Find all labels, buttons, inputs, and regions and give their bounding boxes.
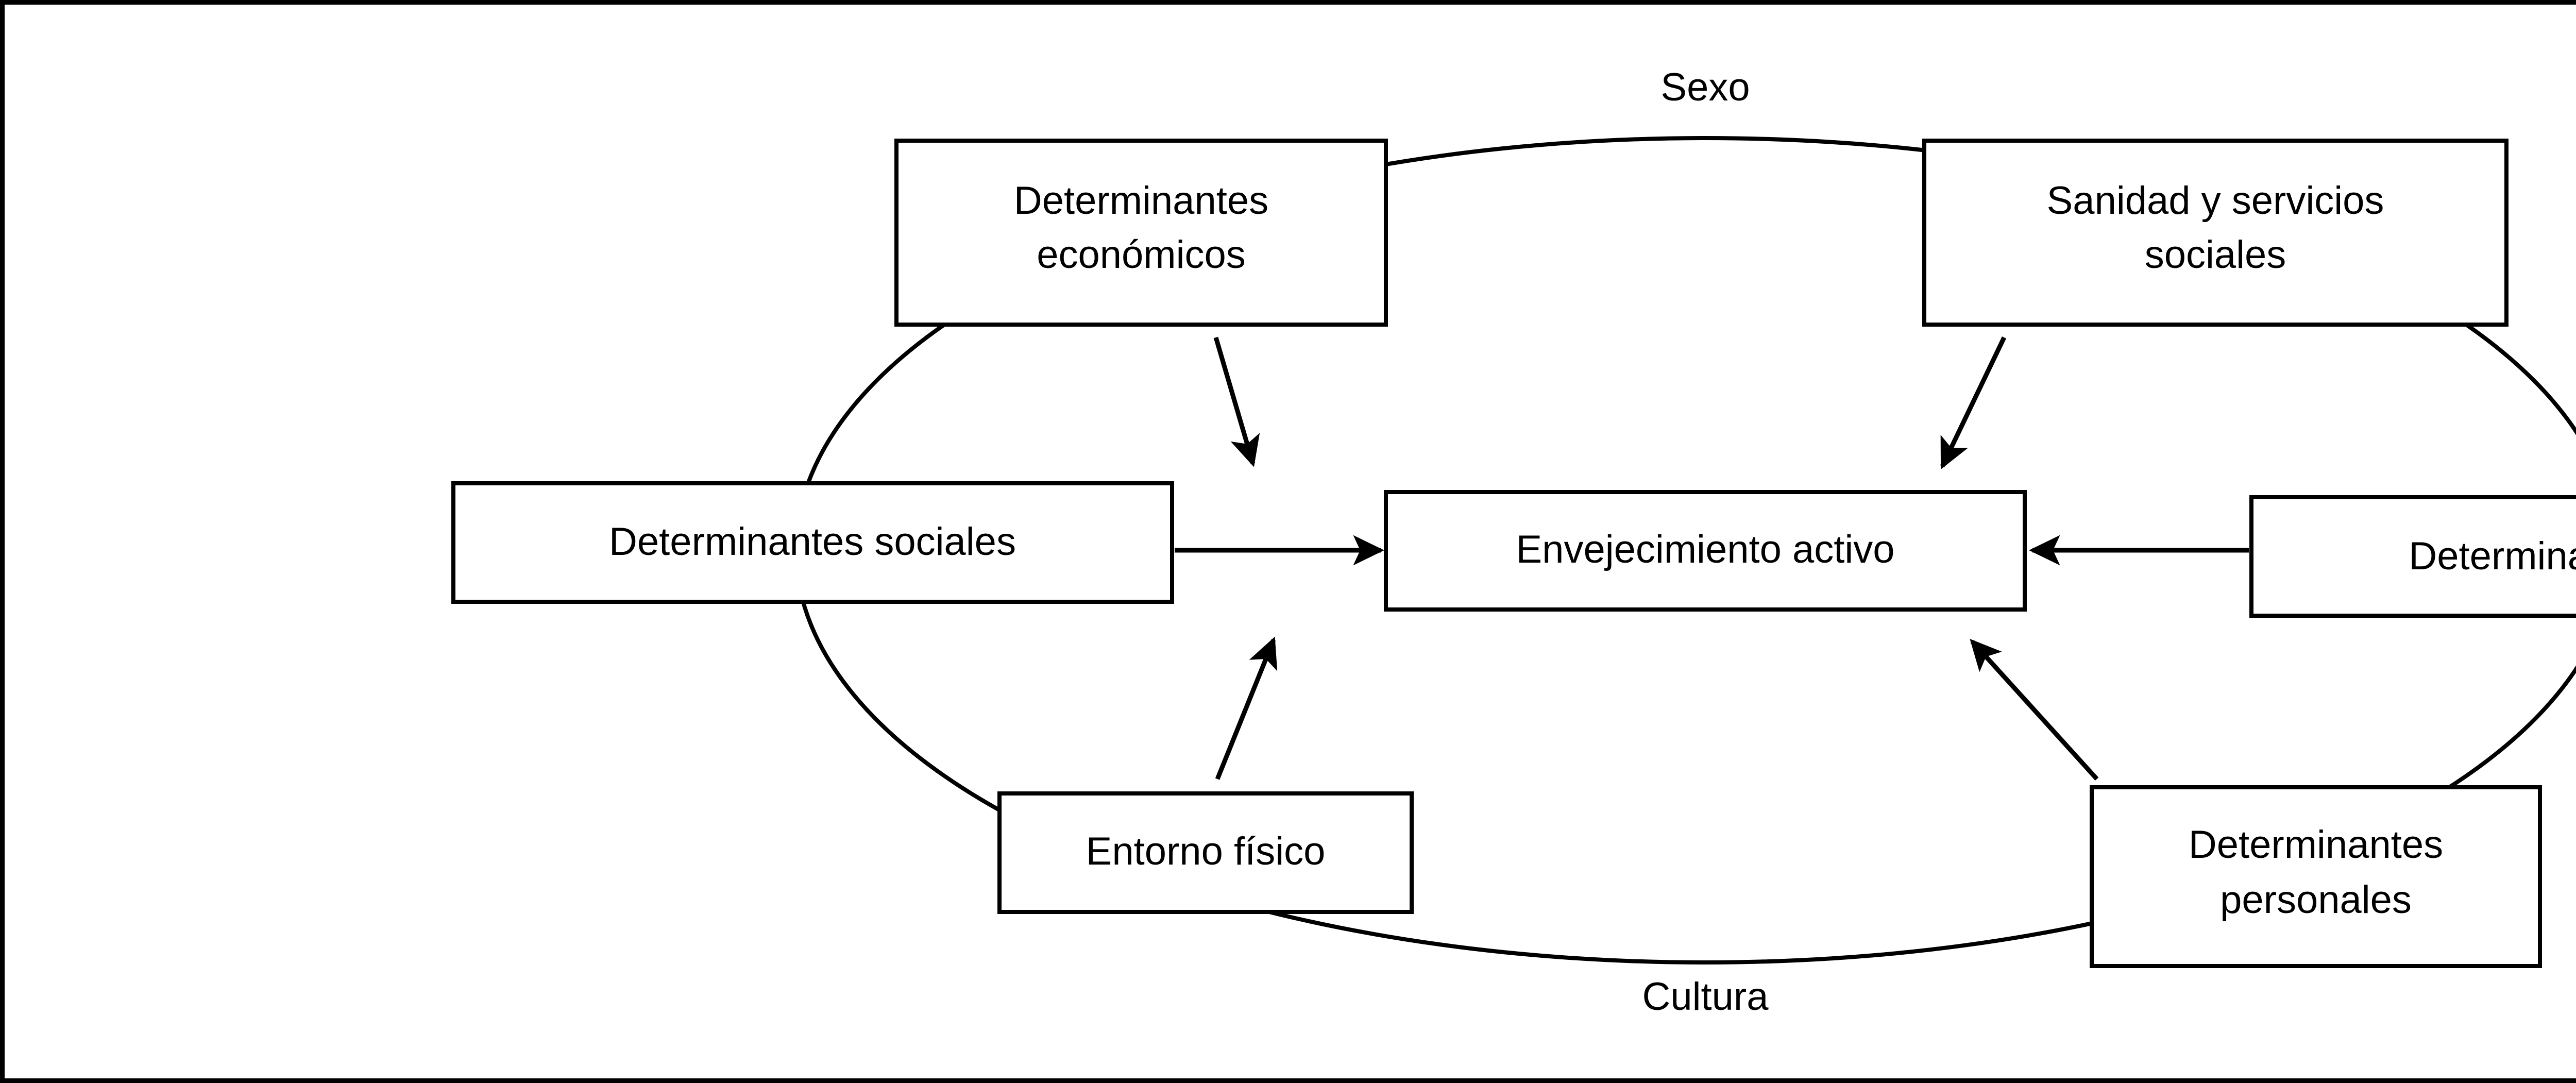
label-sexo-text: Sexo — [1660, 65, 1750, 109]
node-determinantes-personales-line1: Determinantes — [2189, 823, 2443, 867]
edge-sanidad-to-envejecimiento — [1940, 336, 2007, 470]
node-entorno-fisico[interactable]: Entorno físico — [997, 791, 1414, 914]
node-sanidad-servicios-sociales-line1: Sanidad y servicios — [2047, 179, 2384, 223]
node-determinantes-economicos-line1: Determinantes — [1014, 179, 1268, 223]
node-determinantes-sociales-label: Determinantes sociales — [609, 520, 1016, 564]
label-cultura-text: Cultura — [1642, 975, 1769, 1019]
node-determinantes-personales-line2: personales — [2220, 878, 2412, 922]
node-determinantes-personales[interactable]: Determinantes personales — [2090, 785, 2542, 968]
node-determinantes-economicos-line2: económicos — [1037, 233, 1246, 277]
node-sanidad-servicios-sociales[interactable]: Sanidad y servicios sociales — [1922, 139, 2509, 327]
node-entorno-fisico-label: Entorno físico — [1086, 830, 1326, 873]
label-sexo: Sexo — [1660, 65, 1750, 109]
node-envejecimiento-activo-label: Envejecimiento activo — [1516, 528, 1894, 571]
edge-personales-to-envejecimiento — [1970, 638, 2099, 781]
node-determinantes-conductuales-label: Determinantes conductuales — [2409, 534, 2576, 578]
edge-entorno-to-envejecimiento — [1215, 636, 1278, 780]
label-cultura: Cultura — [1642, 975, 1769, 1019]
node-determinantes-economicos[interactable]: Determinantes económicos — [894, 139, 1388, 327]
node-envejecimiento-activo[interactable]: Envejecimiento activo — [1384, 490, 2027, 612]
node-determinantes-sociales[interactable]: Determinantes sociales — [451, 481, 1174, 604]
node-determinantes-conductuales[interactable]: Determinantes conductuales — [2249, 495, 2576, 618]
node-sanidad-servicios-sociales-line2: sociales — [2145, 233, 2286, 277]
edge-economicos-to-envejecimiento — [1213, 336, 1260, 467]
